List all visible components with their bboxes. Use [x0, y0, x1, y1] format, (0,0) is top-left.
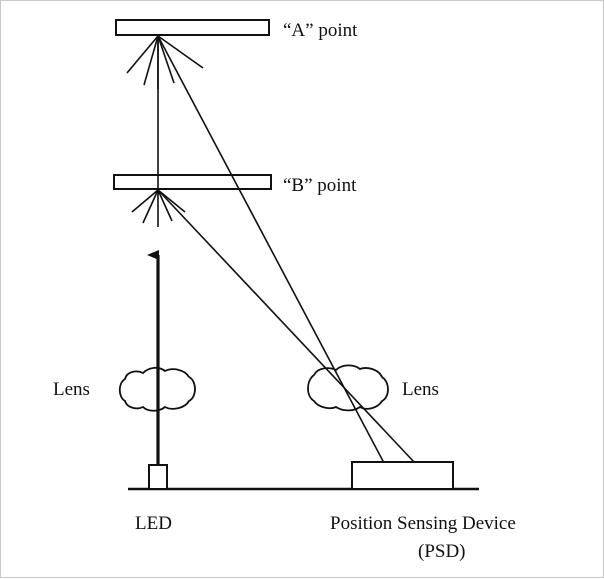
psd-sensor	[351, 461, 454, 490]
point-b-scatter-rays	[131, 189, 186, 227]
left-lens-label: Lens	[53, 379, 90, 400]
reflected-ray-a	[157, 35, 385, 464]
psd-abbr-label: (PSD)	[418, 541, 466, 562]
left-lens-shape	[118, 366, 196, 412]
led-emitter	[148, 464, 168, 490]
point-b-plate	[113, 174, 272, 190]
reflected-ray-b	[157, 189, 416, 464]
point-b-label: “B” point	[283, 175, 357, 196]
right-lens-shape	[307, 364, 389, 412]
point-a-scatter-rays	[126, 35, 204, 89]
right-lens-label: Lens	[402, 379, 439, 400]
psd-name-label: Position Sensing Device	[330, 513, 516, 534]
point-a-plate	[115, 19, 270, 36]
led-label: LED	[135, 513, 172, 534]
point-a-label: “A” point	[283, 20, 358, 41]
